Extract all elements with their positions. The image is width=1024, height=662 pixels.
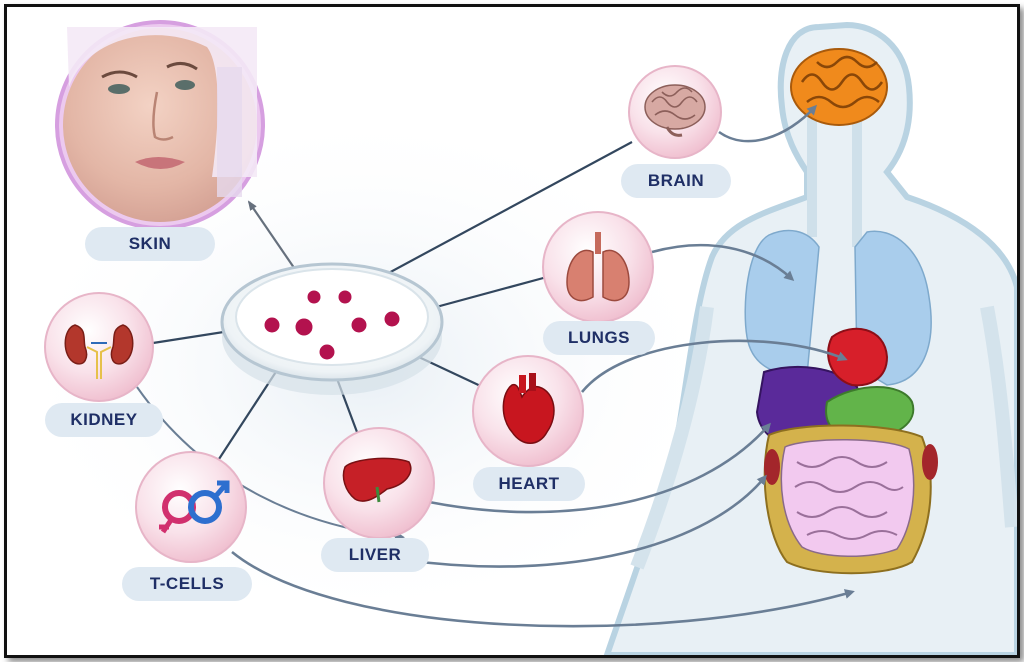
liver-icon bbox=[342, 457, 412, 503]
liver-label: LIVER bbox=[348, 545, 402, 564]
brain-label-pill bbox=[621, 164, 731, 198]
petri-dish bbox=[220, 262, 444, 395]
body-kidney-right bbox=[922, 444, 938, 480]
arrow-heart-body bbox=[580, 339, 848, 393]
skin-face-photo bbox=[55, 20, 265, 230]
lungs-label-pill bbox=[543, 321, 655, 355]
kidney-label: KIDNEY bbox=[70, 410, 138, 429]
organ-arrows bbox=[136, 104, 855, 628]
dish-cells bbox=[261, 287, 403, 363]
lungs-node[interactable] bbox=[542, 211, 654, 323]
left-arm bbox=[630, 306, 714, 570]
heart-label-pill bbox=[473, 467, 585, 501]
liver-node[interactable] bbox=[323, 427, 435, 539]
line-to-brain bbox=[343, 141, 633, 298]
right-arm bbox=[980, 305, 1017, 528]
heart-icon bbox=[502, 373, 555, 444]
liver-label-pill bbox=[321, 538, 429, 572]
dish-cell bbox=[316, 341, 338, 363]
dish-cell bbox=[292, 315, 316, 339]
brain-label: BRAIN bbox=[647, 171, 705, 190]
diagram-frame: SKIN BRAIN LUNGS KIDNEY HEART LIVER T-CE… bbox=[4, 4, 1020, 658]
lungs-label: LUNGS bbox=[568, 328, 630, 347]
arrow-liver-body-2 bbox=[404, 474, 767, 568]
arrow-tcells-body bbox=[231, 550, 855, 628]
dish-cell bbox=[335, 287, 355, 307]
tcells-label-pill bbox=[122, 567, 252, 601]
body-small-intestine bbox=[780, 439, 915, 558]
body-brain bbox=[790, 48, 888, 126]
arrow-lungs-body bbox=[651, 243, 795, 282]
tcells-node[interactable] bbox=[135, 451, 247, 563]
kidney-node[interactable] bbox=[44, 292, 154, 402]
tcells-label: T-CELLS bbox=[149, 574, 225, 593]
dish-cell bbox=[304, 287, 324, 307]
brain-node[interactable] bbox=[628, 65, 722, 159]
skin-label-pill bbox=[85, 227, 215, 261]
brain-icon bbox=[644, 84, 706, 137]
diagram-canvas bbox=[7, 20, 1017, 655]
dish-cell bbox=[381, 308, 403, 330]
body-heart bbox=[827, 327, 889, 387]
arrow-liver-body bbox=[428, 422, 771, 514]
arrow-brain-body bbox=[718, 104, 818, 143]
skin-label: SKIN bbox=[128, 234, 172, 253]
dish-cell bbox=[348, 314, 370, 336]
body-kidney-left bbox=[764, 449, 780, 485]
gender-symbols-icon bbox=[159, 480, 230, 534]
heart-label: HEART bbox=[498, 474, 560, 493]
kidney-icon bbox=[64, 324, 134, 379]
heart-node[interactable] bbox=[472, 355, 584, 467]
dish-cell bbox=[261, 314, 283, 336]
neck-vessels bbox=[807, 107, 862, 247]
kidney-label-pill bbox=[45, 403, 163, 437]
human-body bbox=[603, 21, 1017, 655]
body-lung-left bbox=[744, 229, 820, 376]
lungs-icon bbox=[566, 232, 630, 302]
